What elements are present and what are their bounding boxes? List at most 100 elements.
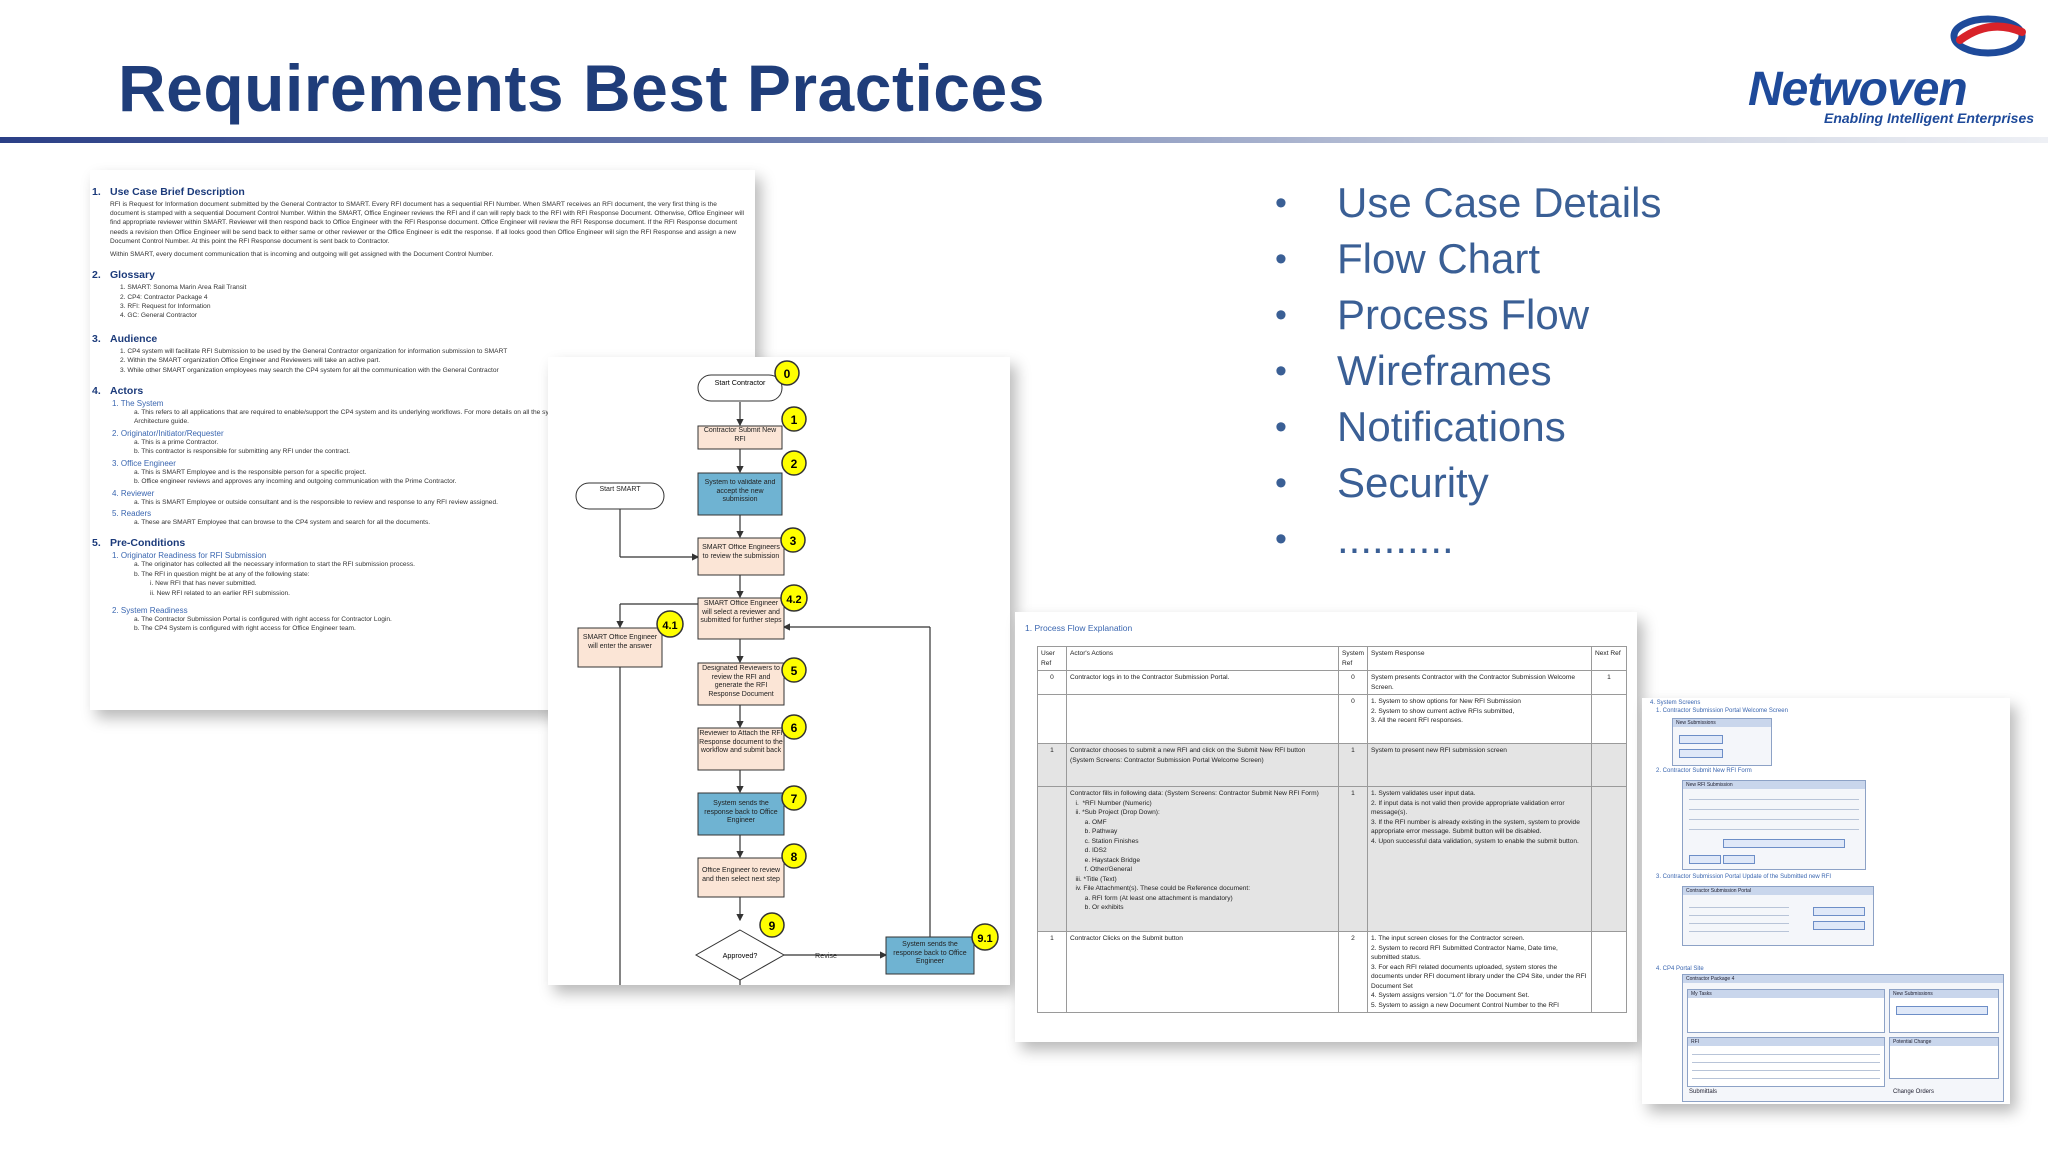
column-header: Actor's Actions: [1066, 646, 1339, 671]
doc-list-item: b. The RFI in question might be at any o…: [134, 570, 310, 578]
bullet-item: • Flow Chart: [1275, 231, 1661, 287]
logo-wordmark: Netwoven: [1748, 63, 1968, 116]
bullet-item: • Wireframes: [1275, 343, 1661, 399]
doc-section-heading: 1.Use Case Brief Description: [92, 186, 245, 198]
flow-node-start-smart: Start SMART: [575, 482, 665, 510]
step-badge: 9: [759, 912, 785, 938]
doc-list-item: 1. CP4 system will facilitate RFI Submis…: [120, 347, 508, 355]
process-flow-table: User Ref Actor's Actions System Ref Syst…: [1037, 646, 1627, 1013]
bullet-text: Notifications: [1337, 403, 1566, 450]
wireframes-document: 4. System Screens 1. Contractor Submissi…: [1642, 698, 2010, 1104]
doc-section-heading: 2.Glossary: [92, 269, 155, 282]
bullet-dot-icon: •: [1275, 351, 1287, 390]
step-badge: 7: [781, 785, 807, 811]
table-row: 1 Contractor chooses to submit a new RFI…: [1037, 743, 1627, 787]
bullet-item: • Security: [1275, 455, 1661, 511]
svg-text:Start Contractor: Start Contractor: [715, 378, 766, 387]
wireframe-button: [1813, 907, 1865, 916]
doc-paragraph: RFI is Request for Information document …: [110, 201, 745, 245]
step-badge: 2: [781, 450, 807, 476]
doc-list-item: 2. CP4: Contractor Package 4: [120, 293, 208, 301]
step-badge: 4.2: [780, 584, 808, 612]
bullet-text: Security: [1337, 459, 1489, 506]
doc-list-item: 3. RFI: Request for Information: [120, 303, 211, 311]
flow-node-9-1: System sends the response back to Office…: [885, 936, 975, 975]
column-header: System Response: [1367, 646, 1592, 671]
bullet-item: •Use Case Details: [1275, 175, 1661, 231]
table-row: 0 1. System to show options for New RFI …: [1037, 694, 1627, 744]
doc-list-item: 1. SMART: Sonoma Marin Area Rail Transit: [120, 284, 247, 292]
svg-text:6: 6: [791, 721, 798, 735]
doc-list-item: a. This is a prime Contractor.: [134, 438, 219, 446]
doc-list-item: a. This is SMART Employee and is the res…: [134, 468, 367, 476]
doc-section-heading: 5.Pre-Conditions: [92, 537, 186, 550]
flow-node-6: Reviewer to Attach the RFI Response docu…: [697, 727, 785, 771]
wireframe-new-rfi-form: New RFI Submission: [1682, 780, 1866, 870]
flow-chart: Start Contractor Contractor Submit New R…: [548, 357, 1010, 985]
wireframe-panel: Potential Change: [1889, 1037, 1999, 1079]
wireframe-button: [1723, 855, 1755, 864]
wireframe-heading: 4. System Screens: [1650, 700, 1701, 706]
doc-list-item: 3. While other SMART organization employ…: [120, 366, 499, 374]
flow-chart-canvas: Start Contractor Contractor Submit New R…: [575, 360, 999, 985]
flow-decision-9: Approved?: [694, 929, 786, 981]
step-badge: 1: [781, 406, 807, 432]
table-row: 1 Contractor Clicks on the Submit button…: [1037, 931, 1627, 1013]
wireframe-button: [1813, 921, 1865, 930]
step-badge: 8: [781, 843, 807, 869]
doc-list-item: ii. New RFI related to an earlier RFI su…: [150, 589, 290, 597]
step-badge: 3: [780, 527, 806, 553]
svg-text:9.1: 9.1: [977, 933, 992, 945]
doc-subheading: 4. Reviewer: [112, 488, 155, 498]
doc-list-item: b. The CP4 System is configured with rig…: [134, 625, 356, 633]
wireframe-input: [1723, 839, 1845, 848]
bullet-dot-icon: •: [1275, 407, 1287, 446]
bullet-text: Use Case Details: [1337, 179, 1662, 226]
flow-node-3: SMART Office Engineers to review the sub…: [697, 537, 785, 576]
bullet-text: Flow Chart: [1337, 235, 1541, 282]
svg-text:8: 8: [791, 850, 798, 864]
flow-node-5: Designated Reviewers to review the RFI a…: [697, 662, 785, 706]
step-badge: 9.1: [971, 923, 999, 951]
bullet-dot-icon: •: [1275, 295, 1287, 334]
flow-node-2: System to validate and accept the new su…: [697, 472, 783, 516]
wireframe-heading: 3. Contractor Submission Portal Update o…: [1656, 874, 1832, 880]
flow-node-4-1: SMART Office Engineer will enter the ans…: [577, 627, 663, 668]
bullet-list: •Use Case Details •Flow Chart •Process F…: [1275, 175, 1661, 567]
step-badge: 0: [774, 360, 800, 386]
doc-section-heading: 1. Process Flow Explanation: [1025, 623, 1133, 633]
process-flow-document: 1. Process Flow Explanation User Ref Act…: [1015, 612, 1637, 1042]
bullet-dot-icon: •: [1275, 463, 1287, 502]
svg-text:4.2: 4.2: [786, 594, 801, 606]
svg-text:4.1: 4.1: [662, 620, 677, 632]
doc-list-item: b. This contractor is responsible for su…: [134, 448, 351, 456]
doc-subheading: 3. Office Engineer: [112, 458, 176, 468]
flow-node-1: Contractor Submit New RFI: [697, 425, 783, 450]
doc-list-item: a. This refers to all applications that …: [134, 409, 743, 426]
table-header-row: User Ref Actor's Actions System Ref Syst…: [1037, 646, 1627, 671]
wireframe-panel-title: Contractor Package 4: [1683, 975, 2003, 983]
title-divider: [0, 137, 2048, 143]
netwoven-logo: Netwoven Enabling Intelligent Enterprise…: [1740, 10, 2040, 130]
doc-subheading: 1. The System: [112, 399, 164, 409]
step-badge: 4.1: [656, 610, 684, 638]
doc-subheading: 2. System Readiness: [112, 605, 188, 615]
wireframe-panel: New Submissions: [1889, 989, 1999, 1033]
wireframe-panel: My Tasks: [1687, 989, 1885, 1033]
bullet-text: Wireframes: [1337, 347, 1552, 394]
wireframe-button: [1689, 855, 1721, 864]
doc-list-item: 2. Within the SMART organization Office …: [120, 357, 381, 365]
bullet-text: Process Flow: [1337, 291, 1590, 338]
column-header: Next Ref: [1591, 646, 1627, 671]
bullet-text: ..........: [1337, 515, 1454, 562]
doc-list-item: a. This is SMART Employee or outside con…: [134, 498, 498, 506]
svg-text:7: 7: [791, 792, 798, 806]
column-header: User Ref: [1037, 646, 1067, 671]
bullet-dot-icon: •: [1275, 519, 1287, 558]
svg-text:1: 1: [791, 413, 798, 427]
svg-text:2: 2: [791, 457, 798, 471]
wireframe-cp4-portal: Contractor Package 4 My Tasks New Submis…: [1682, 974, 2004, 1102]
wireframe-button: [1896, 1006, 1988, 1015]
bullet-dot-icon: •: [1275, 239, 1287, 278]
doc-paragraph: Within SMART, every document communicati…: [110, 251, 494, 259]
